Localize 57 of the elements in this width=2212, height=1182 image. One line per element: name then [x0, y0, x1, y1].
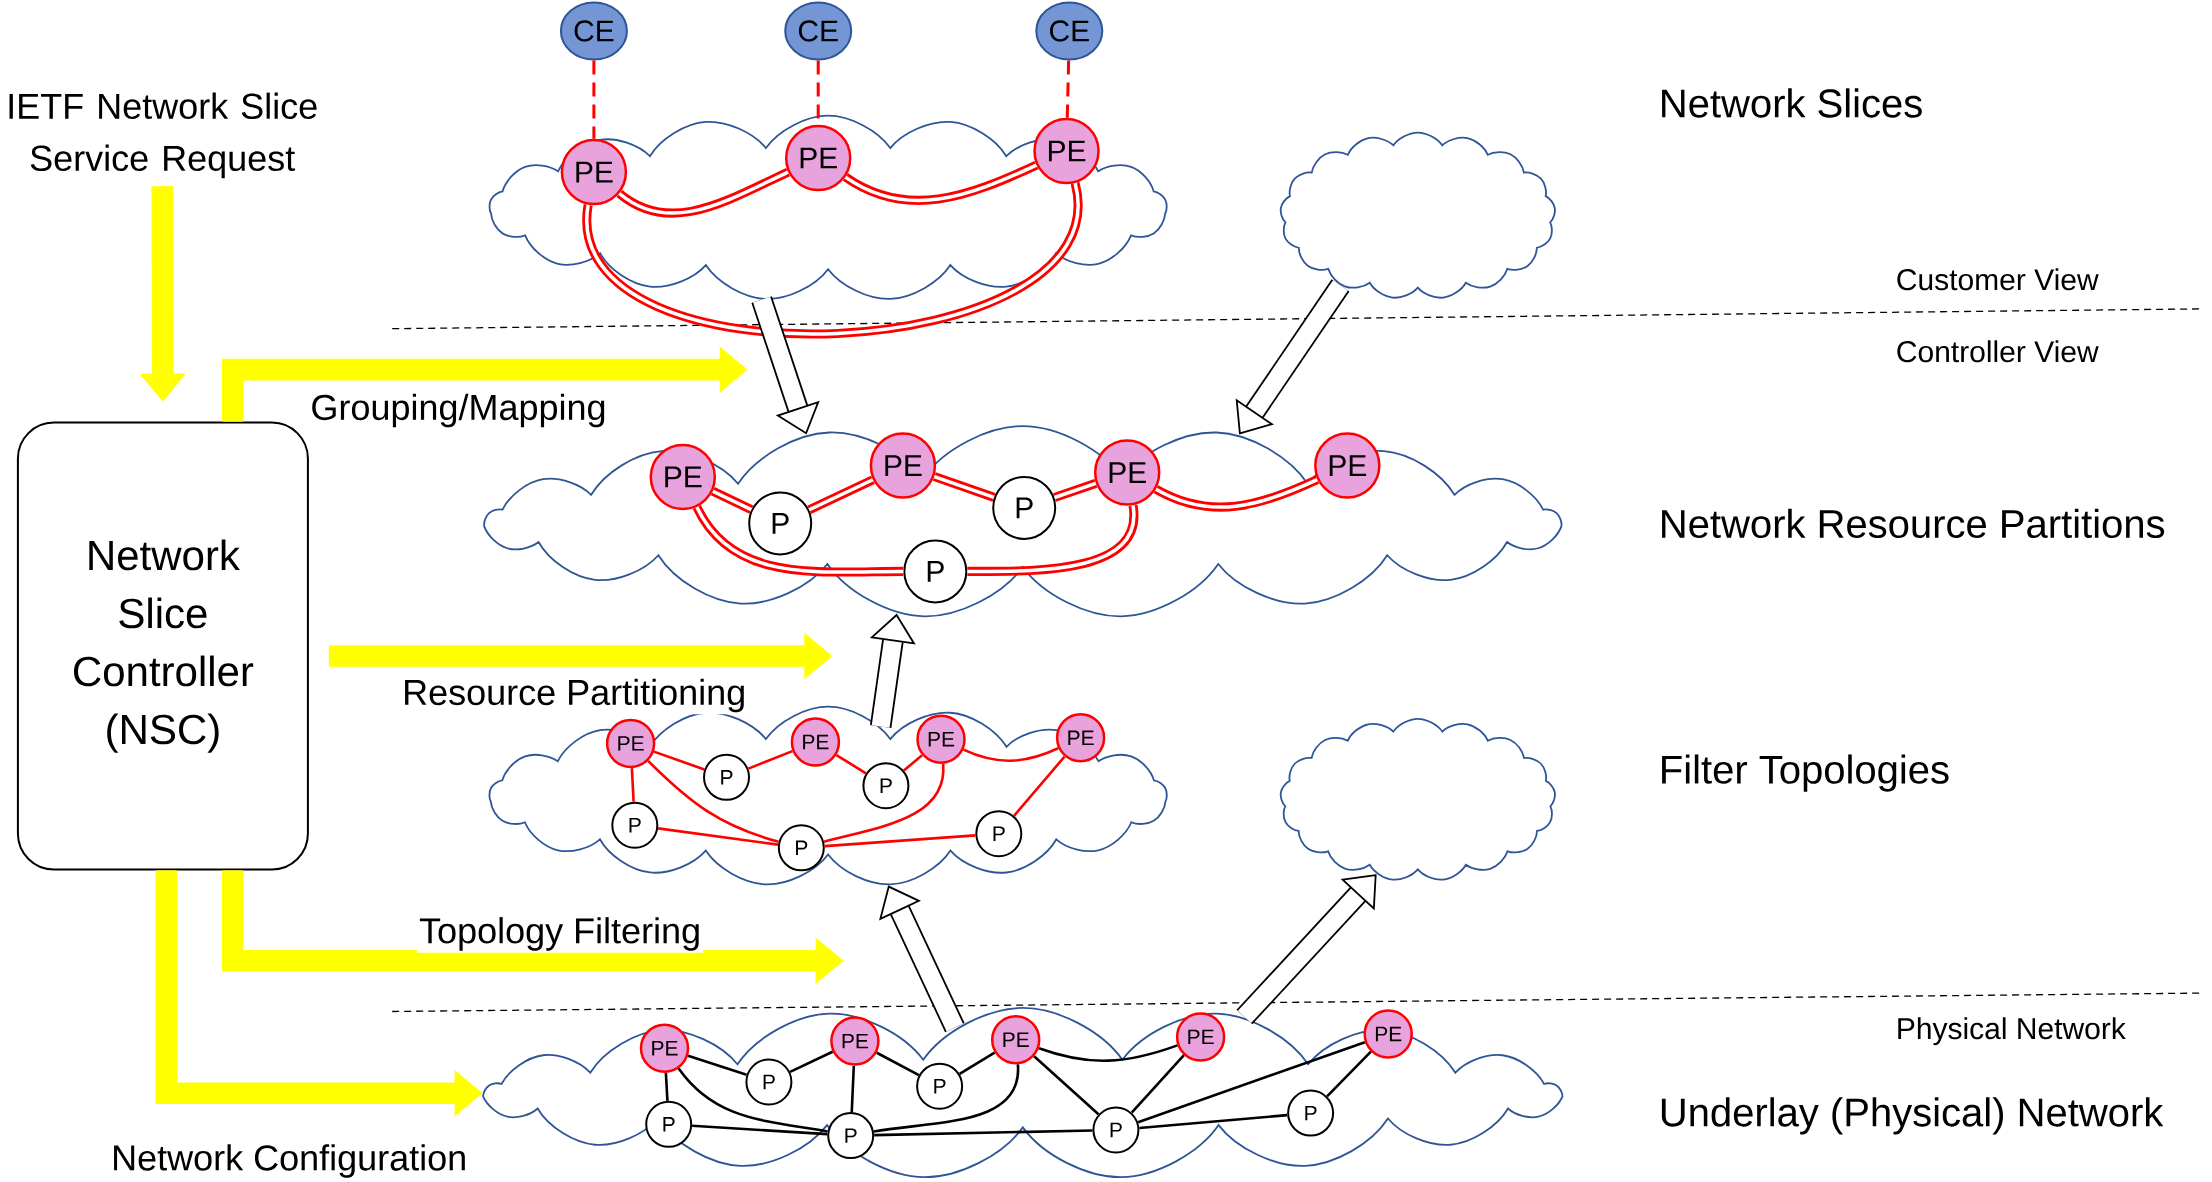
node-label: P [845, 1128, 857, 1143]
link [1326, 1050, 1372, 1098]
link [903, 754, 923, 772]
link [1137, 1041, 1366, 1124]
network-cloud [1279, 131, 1556, 299]
link [657, 827, 779, 846]
link [1013, 755, 1066, 817]
link [647, 759, 779, 843]
link [677, 1067, 828, 1133]
dashed-link [592, 60, 596, 139]
link [1033, 1055, 1100, 1116]
link [874, 1129, 1093, 1137]
link [664, 1072, 669, 1101]
double-link [1053, 479, 1098, 502]
double-link [967, 505, 1139, 576]
edge-label: Network Configuration [109, 1142, 470, 1180]
link [1139, 1113, 1288, 1130]
link [824, 834, 976, 848]
layer-title: Underlay (Physical) Network [1661, 1097, 2164, 1135]
view-label: Customer View [1897, 268, 2099, 291]
link [687, 1054, 747, 1076]
view-label: Physical Network [1898, 1017, 2126, 1046]
double-link [692, 504, 904, 577]
link [1130, 1054, 1185, 1114]
block-arrow [221, 346, 748, 422]
link [962, 747, 1059, 762]
link [692, 1124, 828, 1136]
double-link [807, 475, 875, 514]
view-label: Controller View [1897, 340, 2099, 363]
link [1038, 1044, 1178, 1062]
edge-label: Resource Partitioning [400, 676, 749, 715]
layer-title: Network Resource Partitions [1662, 508, 2165, 539]
link [835, 753, 867, 775]
double-link [710, 487, 754, 514]
network-cloud [1279, 717, 1556, 881]
link [876, 1051, 920, 1077]
link [747, 749, 793, 770]
request-text: IETF Network Slice Service Request [9, 92, 317, 179]
layer-title: Filter Topologies [1662, 754, 1949, 792]
block-arrow [1236, 874, 1377, 1025]
edge-label: Grouping/Mapping [308, 391, 609, 430]
controller-box: Network Slice Controller (NSC) [16, 421, 309, 871]
double-link [932, 472, 996, 502]
link [959, 1051, 996, 1076]
link [850, 1065, 856, 1113]
double-link [1153, 475, 1320, 512]
link [630, 768, 635, 802]
link [789, 1050, 834, 1074]
link [873, 1064, 1020, 1133]
edge-label: Topology Filtering [417, 915, 704, 953]
layer-title: Network Slices [1662, 88, 1922, 118]
dashed-link [1065, 60, 1071, 118]
network-cloud [482, 1007, 1564, 1179]
link [823, 763, 945, 843]
link [653, 750, 705, 771]
block-arrow [879, 885, 965, 1033]
block-arrow [1235, 279, 1350, 435]
